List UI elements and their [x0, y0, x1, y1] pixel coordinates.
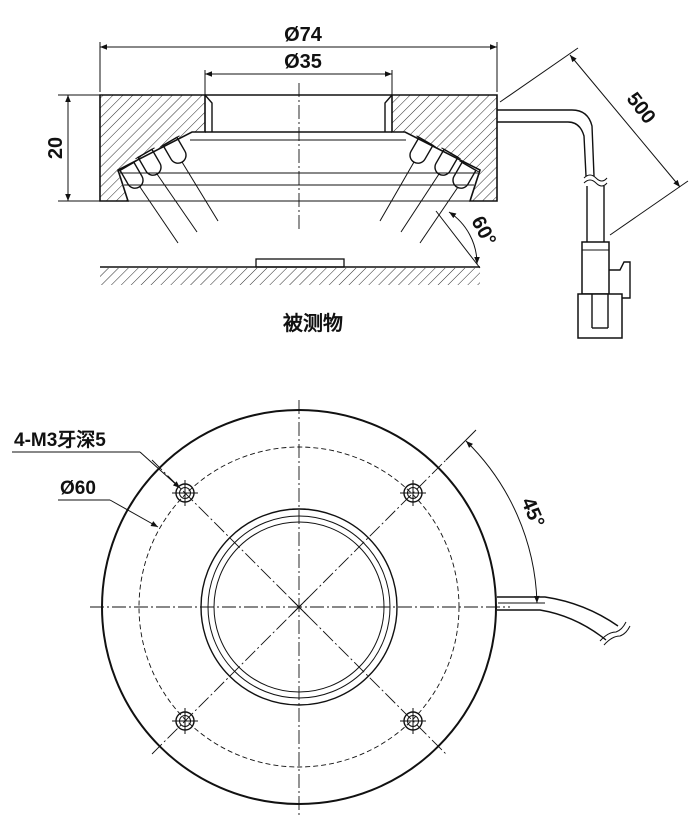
threaded-hole: [172, 480, 198, 506]
bolt-circle-callout: Ø60: [58, 478, 159, 528]
dim-outer-text: Ø74: [284, 24, 323, 46]
led-left-group: [117, 135, 187, 189]
dimension-inner-diameter: Ø35: [204, 51, 393, 100]
thread-callout: 4-M3牙深5: [12, 428, 181, 489]
threaded-hole: [172, 708, 198, 734]
dim-height-text: 20: [45, 137, 67, 159]
led-right-group: [409, 135, 479, 189]
dimension-cable-length: 500: [499, 47, 689, 236]
threaded-hole: [400, 480, 426, 506]
bore-ring-inner: [213, 521, 385, 693]
bolt-circle-label: Ø60: [60, 478, 96, 499]
threaded-hole: [400, 708, 426, 734]
dimension-outer-diameter: Ø74: [99, 24, 498, 92]
dimension-height: 20: [45, 94, 100, 202]
led-ring-lines: [120, 172, 478, 202]
cable-top: [497, 596, 631, 646]
bore-ring-outer: [200, 508, 398, 706]
measured-object: [100, 258, 480, 285]
dim-angle-60-text: 60°: [466, 213, 500, 250]
object-label: 被测物: [283, 311, 343, 335]
dimension-angle-45: 45°: [445, 429, 549, 604]
top-view: 4-M3牙深5 Ø60 45°: [12, 400, 631, 815]
connector: [577, 241, 631, 339]
threaded-holes: [172, 480, 426, 734]
thread-label: 4-M3牙深5: [14, 428, 106, 451]
side-view: Ø74 Ø35 20: [45, 24, 689, 339]
dim-cable-text: 500: [622, 88, 660, 128]
housing-section-left: [99, 94, 206, 202]
cable-side: [497, 109, 608, 242]
dimension-angle-60: 60°: [435, 210, 500, 269]
bore-ring-middle: [207, 515, 391, 699]
dim-inner-text: Ø35: [284, 51, 322, 73]
bore-outline: [190, 94, 406, 141]
